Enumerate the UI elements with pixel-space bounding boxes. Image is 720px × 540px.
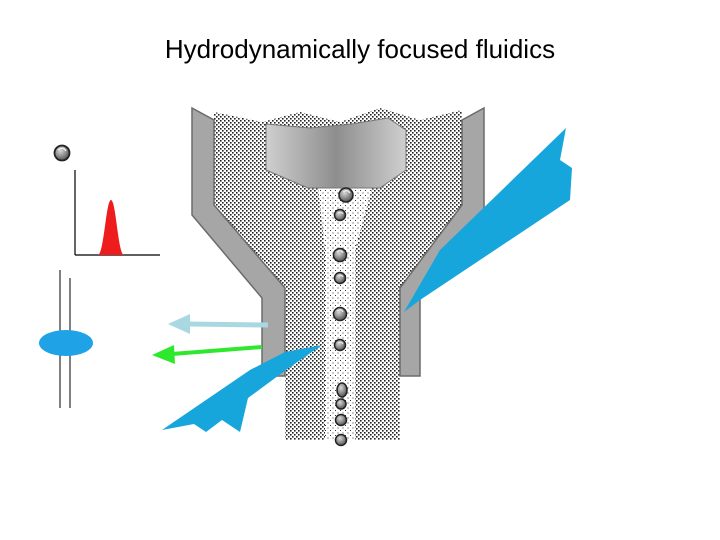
cell-icon <box>336 382 348 398</box>
nozzle-left-wall <box>191 106 286 377</box>
histogram-peak <box>98 200 124 255</box>
cell-icon <box>334 413 348 427</box>
laser-beam-upper <box>404 128 572 312</box>
slide-title: Hydrodynamically focused fluidics <box>164 34 556 64</box>
lens-icon <box>39 330 93 356</box>
cell-icon <box>333 208 347 222</box>
cell-icon <box>332 247 348 263</box>
laser-beam-lower <box>162 345 322 432</box>
cell-icon <box>335 398 347 410</box>
sample-injection-tube <box>265 117 407 189</box>
side-scatter-arrow <box>168 314 269 334</box>
cell-icon <box>53 144 71 162</box>
histogram-icon <box>74 170 160 256</box>
cells-in-stream <box>332 187 354 447</box>
cell-icon <box>332 306 348 322</box>
cell-icon <box>334 433 348 447</box>
detector-optics <box>39 270 93 408</box>
fluorescence-arrow <box>152 345 263 364</box>
cell-icon <box>338 187 354 203</box>
nozzle-right-wall <box>399 106 485 377</box>
cell-icon <box>333 271 347 285</box>
cell-icon <box>333 338 347 352</box>
